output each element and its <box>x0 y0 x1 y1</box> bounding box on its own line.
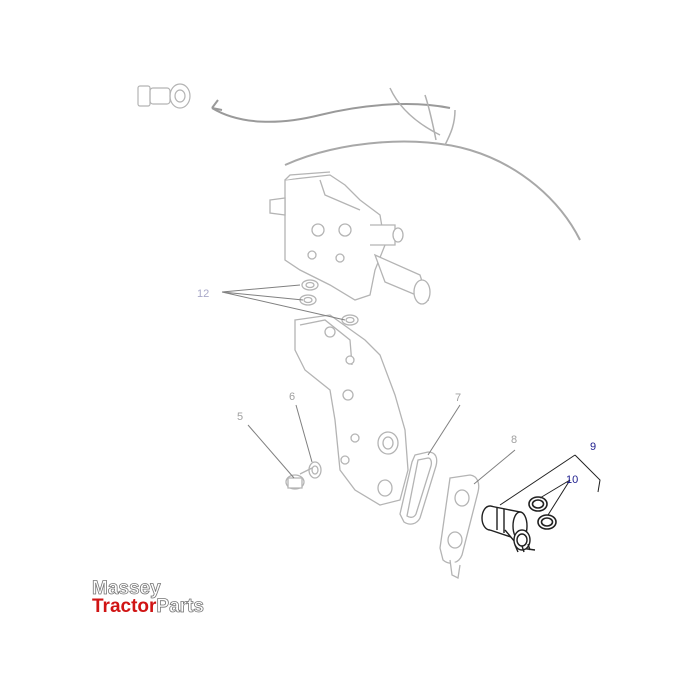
leader-lines <box>221 284 601 516</box>
leader-line-7 <box>427 404 461 456</box>
logo-line-massey: Massey <box>92 578 161 599</box>
manifold-block-lower <box>294 314 409 506</box>
flow-arrow-top <box>211 87 581 241</box>
gasket-part-7 <box>399 451 438 525</box>
seal-ring-a <box>301 279 319 291</box>
callout-label-8: 8 <box>511 434 517 446</box>
callout-label-7: 7 <box>455 392 461 404</box>
o-rings-part-10 <box>528 496 557 530</box>
leader-line-12 <box>221 284 346 321</box>
logo-word-tractor: Tractor <box>92 596 157 617</box>
leader-line-5 <box>247 424 295 479</box>
upper-left-fitting <box>137 83 191 109</box>
callout-label-12: 12 <box>197 288 209 300</box>
logo-word-parts: Parts <box>156 596 204 617</box>
valve-block-upper <box>269 171 431 305</box>
leader-line-10 <box>539 479 571 516</box>
bolt-part-5 <box>285 467 313 490</box>
brand-logo: Massey TractorParts <box>92 578 205 618</box>
seal-ring-c <box>341 314 359 326</box>
callout-label-6: 6 <box>289 391 295 403</box>
washer-part-6 <box>308 461 322 479</box>
callout-label-5: 5 <box>237 411 243 423</box>
callout-label-10: 10 <box>566 474 578 486</box>
adapter-plate-part-8 <box>439 474 480 579</box>
leader-line-6 <box>295 404 313 463</box>
logo-line-tractor-parts: TractorParts <box>92 596 204 617</box>
leader-line-8 <box>473 449 516 485</box>
leader-line-9 <box>499 454 601 506</box>
quick-coupler-part-9 <box>481 505 536 553</box>
seal-rings-12 <box>299 279 359 326</box>
callout-label-9: 9 <box>590 441 596 453</box>
